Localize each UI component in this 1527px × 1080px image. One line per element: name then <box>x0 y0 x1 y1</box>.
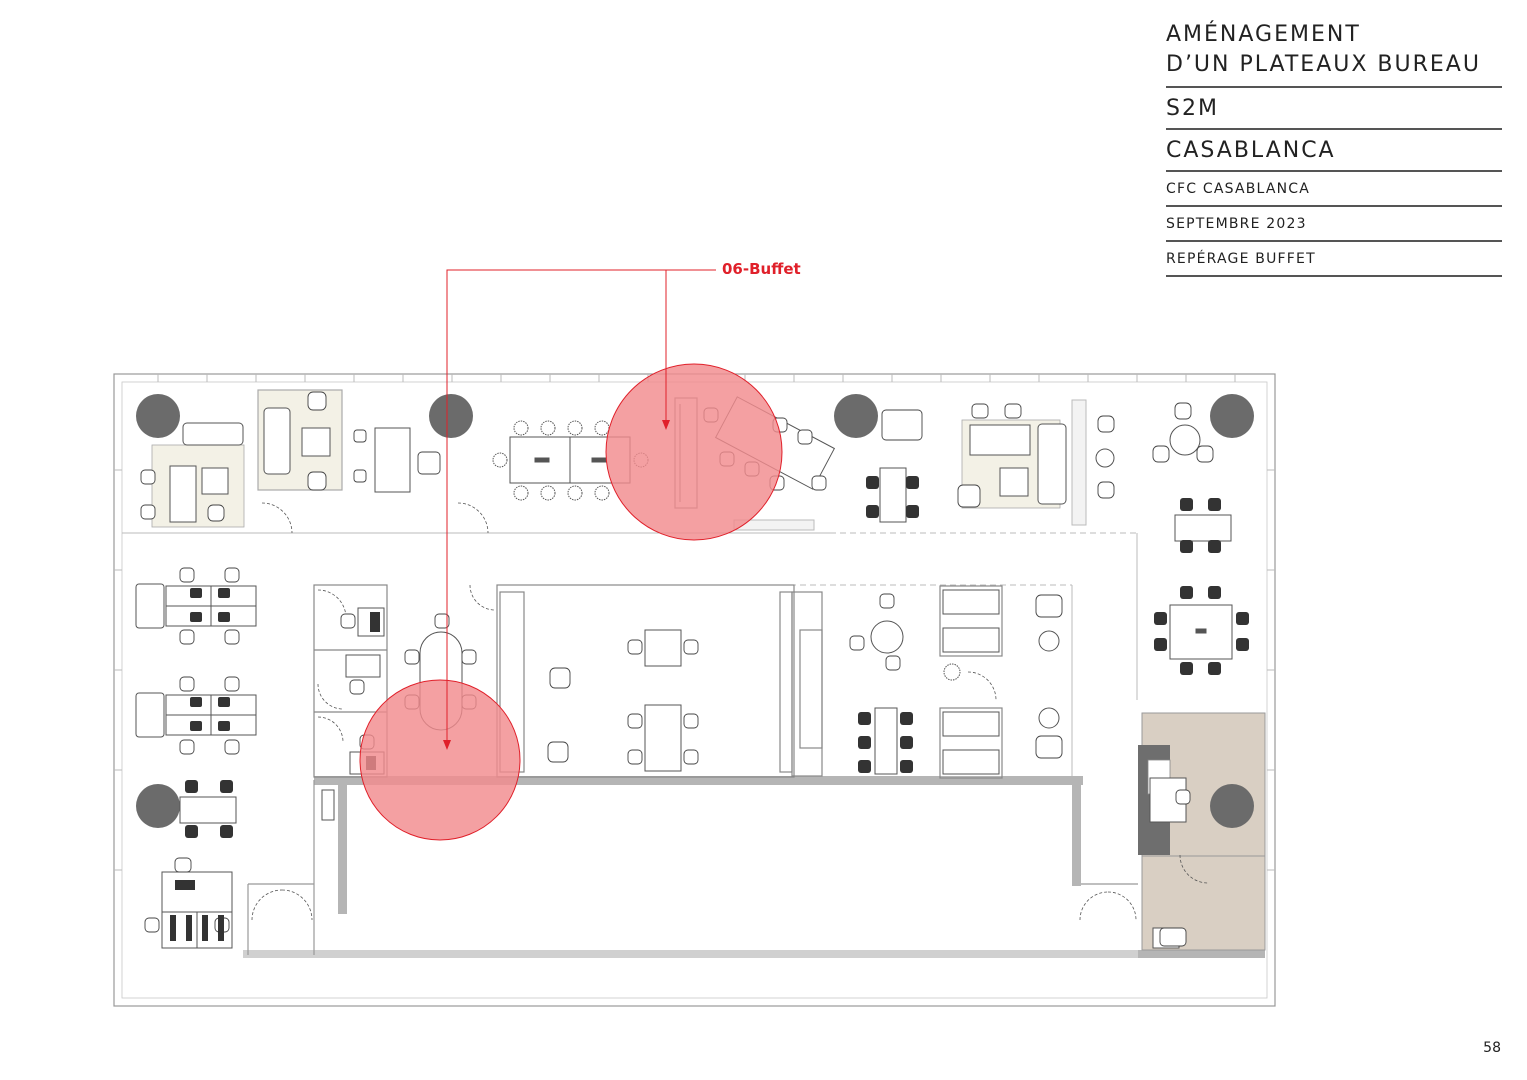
planter <box>834 394 878 438</box>
lounge-sofa <box>182 422 244 446</box>
sofa-right <box>1037 423 1067 505</box>
work-pod-1 <box>135 583 165 629</box>
lounge-table-right <box>969 424 1031 456</box>
callout-leaders <box>446 269 716 745</box>
buffet-callout-label: 06-Buffet <box>722 260 801 278</box>
desk <box>374 427 411 493</box>
coffee-table-right <box>999 467 1029 497</box>
planter <box>1210 784 1254 828</box>
project-date: SEPTEMBRE 2023 <box>1166 207 1502 242</box>
planter <box>136 784 180 828</box>
bench-table-mid <box>874 707 898 775</box>
title-block: AMÉNAGEMENT D’UN PLATEAUX BUREAU S2M CAS… <box>1166 20 1502 277</box>
side-table <box>201 467 229 495</box>
tables <box>135 396 1233 949</box>
client-name: S2M <box>1166 88 1502 130</box>
planter <box>1210 394 1254 438</box>
task-chairs <box>170 476 1249 941</box>
buffet-marker-bottom <box>359 679 521 841</box>
site-name: CFC CASABLANCA <box>1166 172 1502 207</box>
city-name: CASABLANCA <box>1166 130 1502 172</box>
core-thin-walls <box>247 780 1138 955</box>
coffee-table <box>301 427 331 457</box>
buffet-marker-top <box>605 363 783 541</box>
core-walls <box>243 776 1265 958</box>
planter <box>136 394 180 438</box>
project-title: AMÉNAGEMENT D’UN PLATEAUX BUREAU <box>1166 20 1502 88</box>
table-center-1 <box>644 629 682 667</box>
booth-4 <box>942 749 1000 775</box>
booth-3 <box>942 711 1000 737</box>
booth-2 <box>942 627 1000 653</box>
desk-left-bottom <box>179 796 237 824</box>
drawing-subject: REPÉRAGE BUFFET <box>1166 242 1502 277</box>
table-center-2 <box>644 704 682 772</box>
round-table <box>870 620 904 654</box>
office-desk-2 <box>345 654 381 678</box>
high-table <box>1174 514 1232 542</box>
callout-arrowheads <box>443 420 670 750</box>
project-title-line-2: D’UN PLATEAUX BUREAU <box>1166 52 1481 77</box>
planters <box>136 394 1254 828</box>
project-title-line-1: AMÉNAGEMENT <box>1166 22 1361 47</box>
lounge-table <box>169 465 197 523</box>
door-swings <box>251 502 1209 921</box>
planter <box>429 394 473 438</box>
page-number: 58 <box>1483 1040 1501 1056</box>
buffet-markers <box>359 363 783 841</box>
booth-1 <box>942 589 1000 615</box>
sofa <box>263 407 291 475</box>
work-pod-2 <box>135 692 165 738</box>
bench-table <box>879 467 907 523</box>
